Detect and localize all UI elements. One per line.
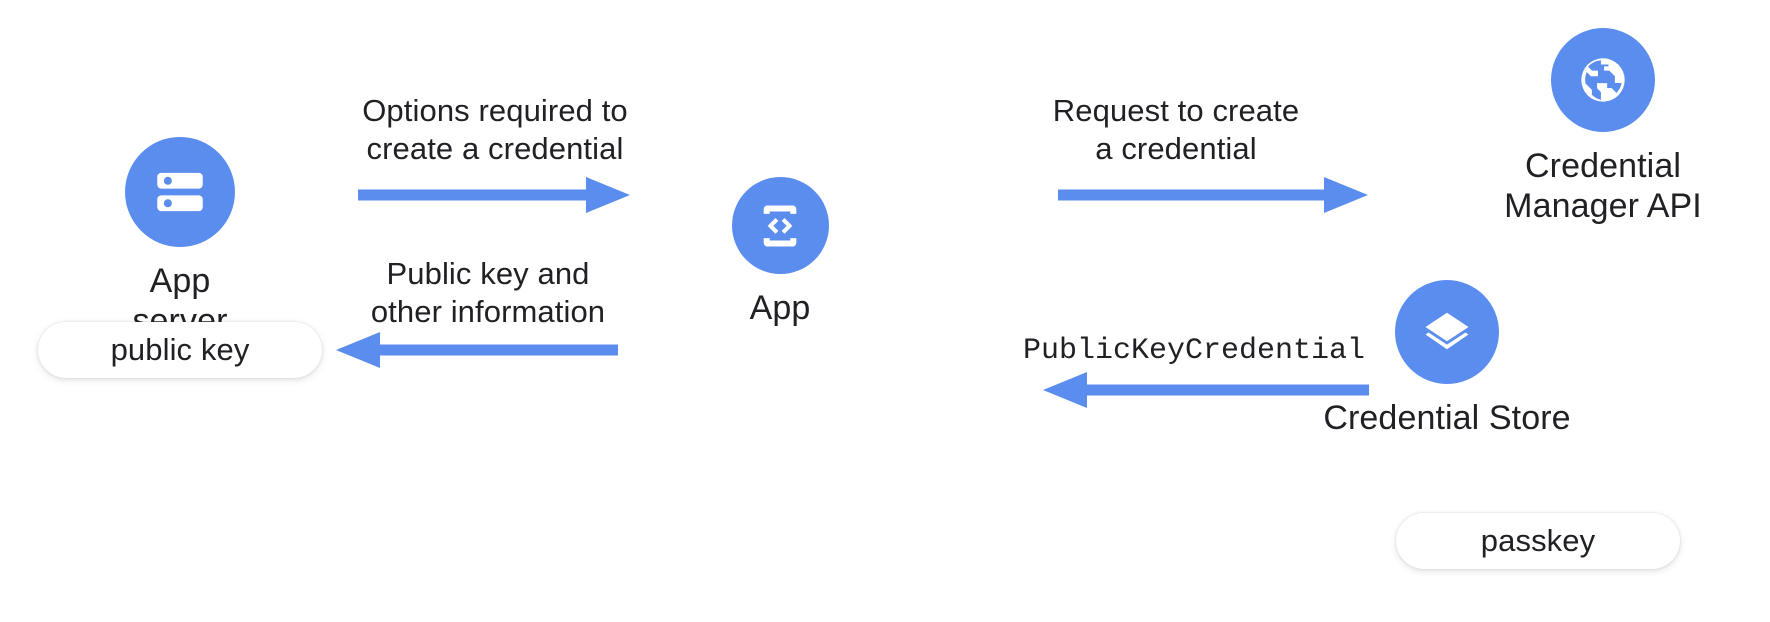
pill-public-key: public key xyxy=(38,322,322,378)
arrow-label-public-key-and-other-info: Public key and other information xyxy=(370,256,606,329)
app-server-circle xyxy=(125,137,235,247)
node-credential-manager-api: Credential Manager API xyxy=(1478,28,1728,226)
app-circle xyxy=(731,177,829,274)
arrow-request-to-create xyxy=(1058,175,1368,215)
server-icon xyxy=(157,172,203,212)
node-app-server: App server xyxy=(100,137,260,341)
credential-store-circle xyxy=(1395,280,1499,384)
pill-passkey-text: passkey xyxy=(1480,523,1596,558)
layers-icon xyxy=(1425,312,1469,350)
credential-store-label: Credential Store xyxy=(1323,399,1571,437)
node-app: App xyxy=(718,177,842,328)
pill-passkey: passkey xyxy=(1396,513,1680,569)
arrow-options-required xyxy=(358,175,630,215)
pill-public-key-text: public key xyxy=(110,332,250,367)
credential-manager-api-label: Credential Manager API xyxy=(1504,147,1702,226)
app-code-phone-icon xyxy=(763,204,797,247)
globe-icon xyxy=(1581,58,1625,102)
arrow-label-request-to-create: Request to create a credential xyxy=(1052,93,1300,166)
node-credential-store: Credential Store xyxy=(1312,280,1582,438)
app-label: App xyxy=(749,289,811,327)
arrow-label-options-required: Options required to create a credential xyxy=(362,93,628,166)
arrow-public-key-credential xyxy=(1043,370,1369,410)
credential-manager-api-circle xyxy=(1551,28,1655,132)
arrow-public-key-and-other-info xyxy=(336,330,618,370)
arrow-label-public-key-credential: PublicKeyCredential xyxy=(1022,334,1366,368)
